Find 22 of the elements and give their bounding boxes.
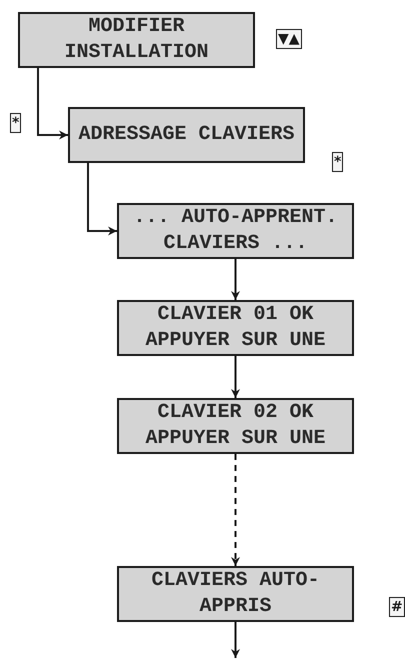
display-text: CLAVIERS AUTO-APPRIS bbox=[150, 568, 321, 620]
arrow bbox=[37, 68, 68, 140]
display-text: CLAVIER 01 OK APPUYER SUR UNE bbox=[144, 302, 327, 354]
display-box bbox=[68, 107, 305, 163]
arrow bbox=[231, 356, 240, 398]
key-symbol: * bbox=[10, 113, 22, 133]
display-text: ... AUTO-APPRENT. CLAVIERS ... bbox=[132, 205, 339, 257]
display-box bbox=[18, 12, 255, 68]
display-box bbox=[117, 566, 354, 622]
display-box bbox=[117, 398, 354, 454]
display-text: ADRESSAGE CLAVIERS bbox=[78, 122, 295, 148]
key-symbol: * bbox=[332, 152, 344, 172]
display-box bbox=[117, 203, 354, 259]
arrow bbox=[87, 163, 117, 236]
arrow bbox=[231, 622, 240, 658]
arrow bbox=[231, 259, 240, 300]
key-symbol: # bbox=[389, 597, 405, 617]
display-text: CLAVIER 02 OK APPUYER SUR UNE bbox=[144, 400, 327, 452]
display-box bbox=[117, 300, 354, 356]
arrow bbox=[231, 454, 240, 566]
key-symbol: ▼▲ bbox=[276, 29, 302, 49]
display-text: MODIFIER INSTALLATION bbox=[63, 14, 210, 66]
